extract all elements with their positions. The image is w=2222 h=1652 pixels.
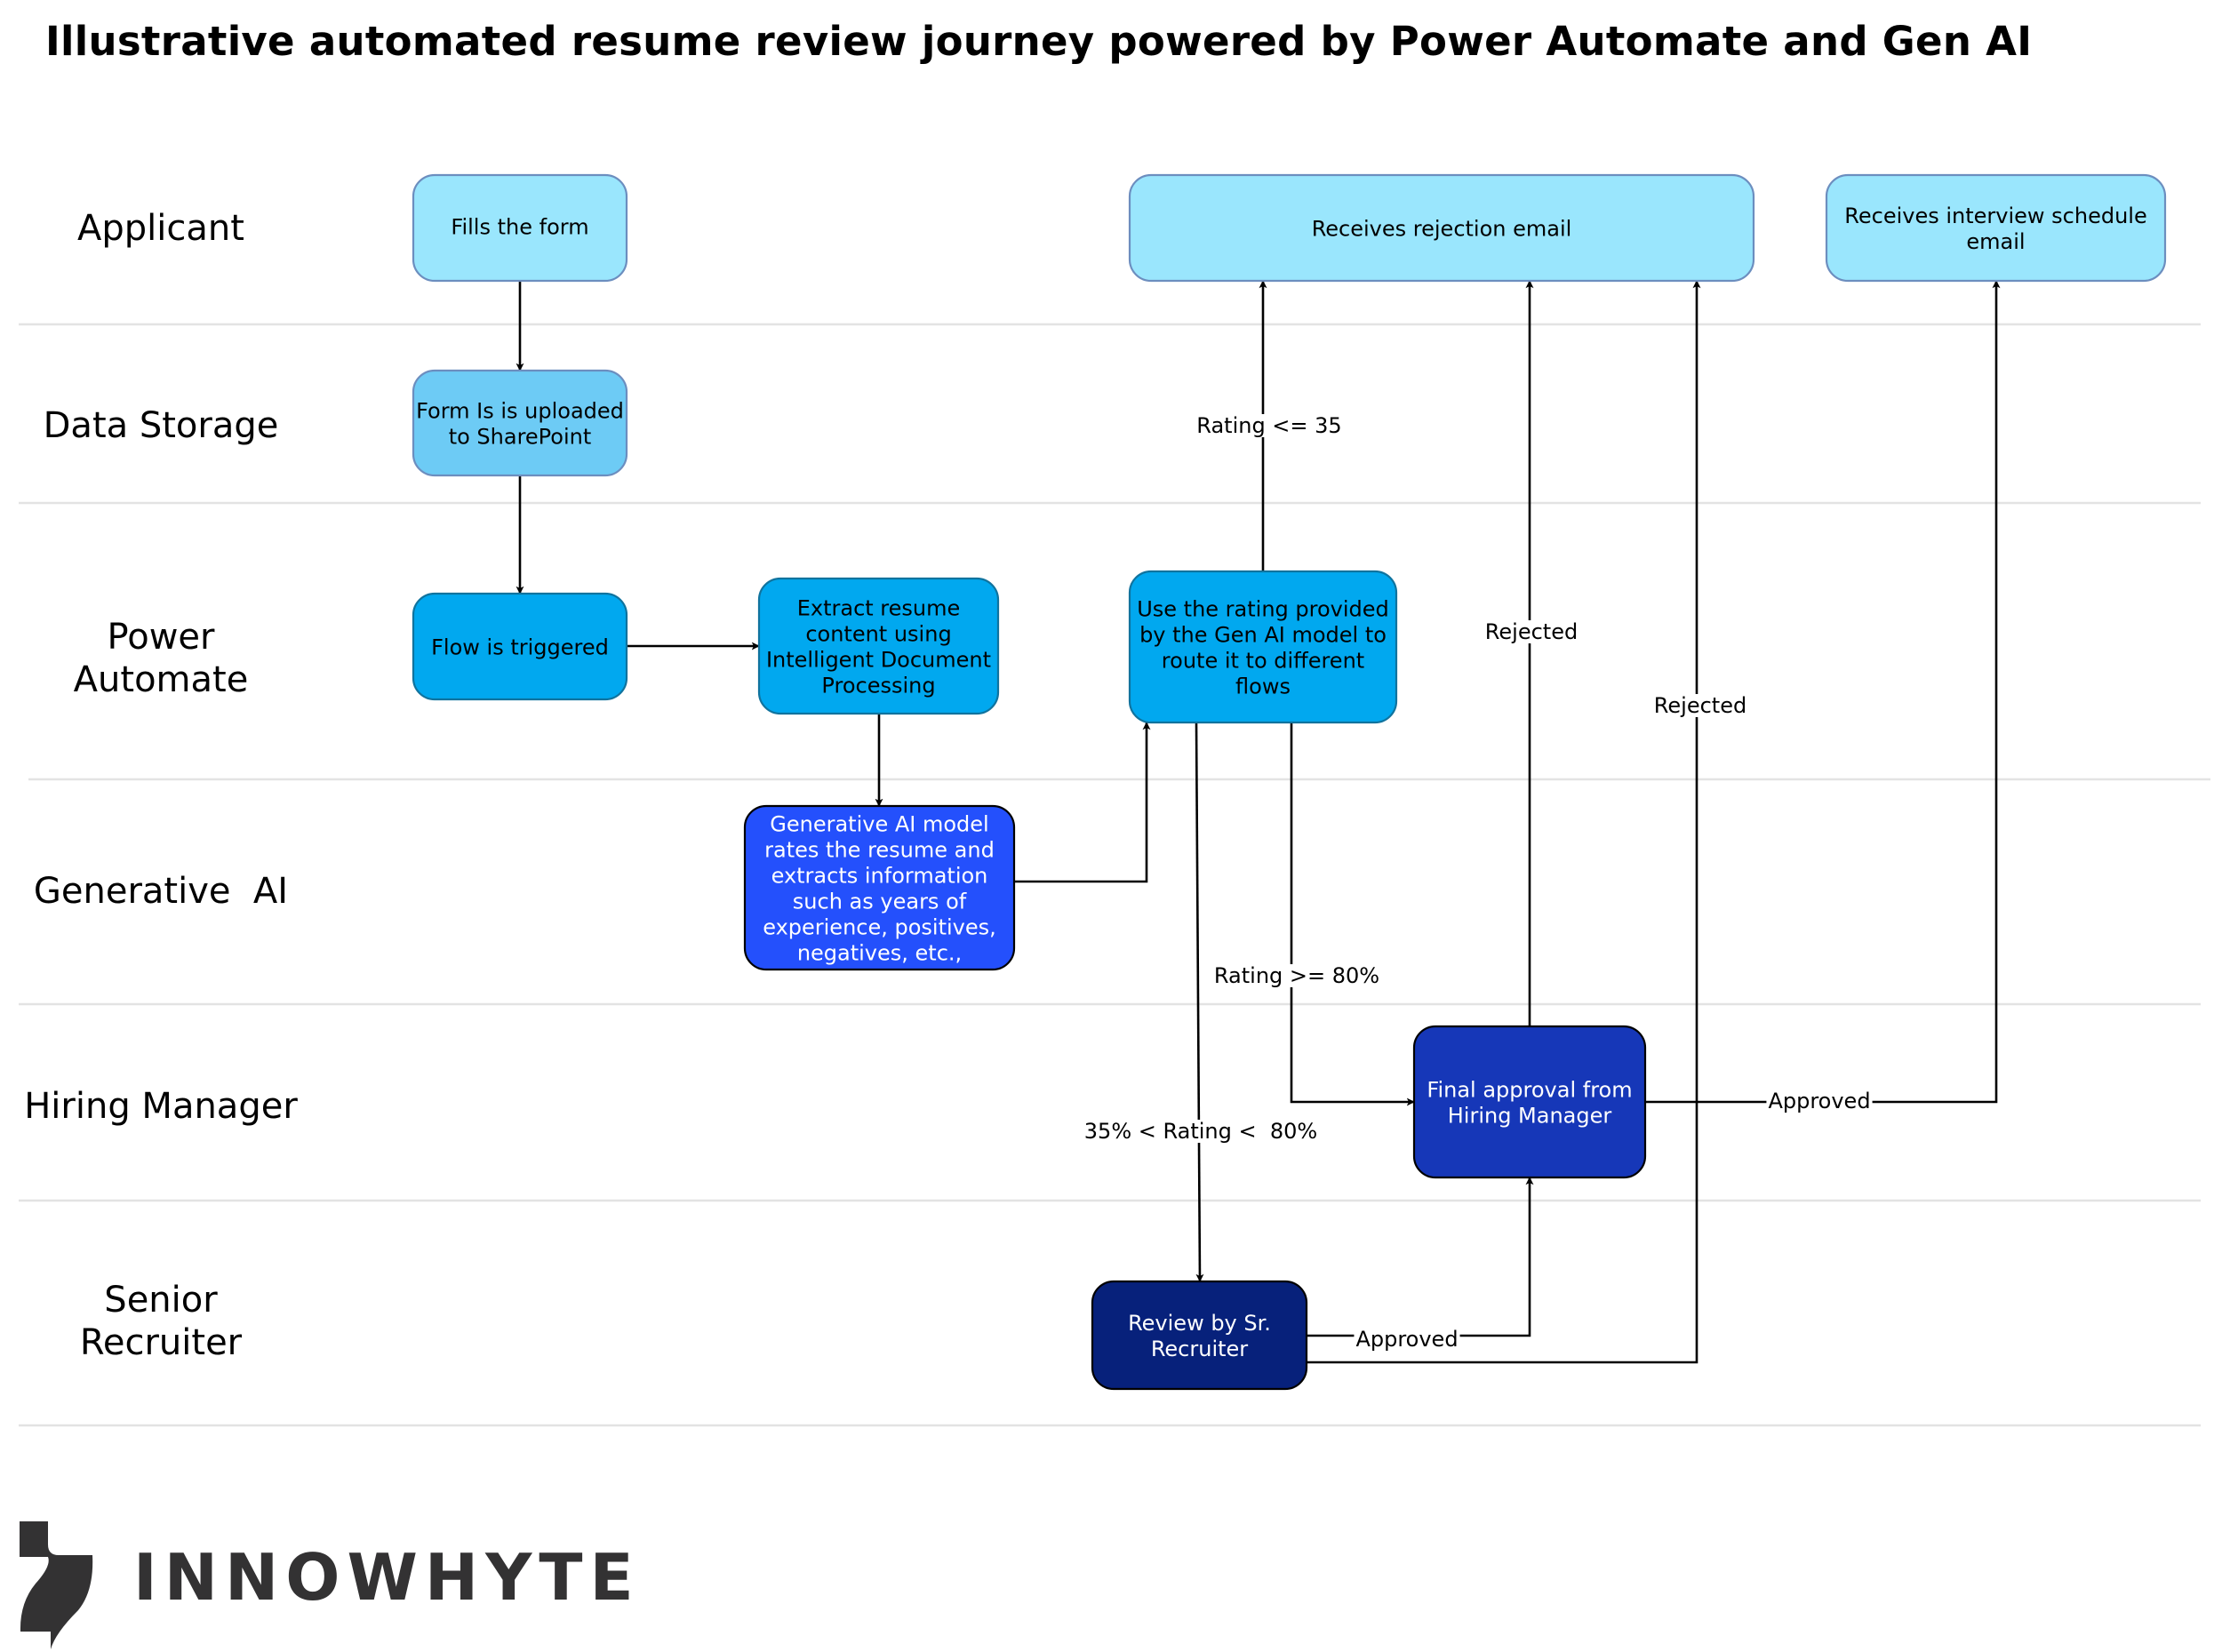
node-box (1128, 570, 1398, 724)
svg-text:Rating >= 80%: Rating >= 80% (1214, 963, 1379, 988)
node-text: experience, positives, (763, 915, 996, 940)
lane-label-power-automate: Power (108, 617, 215, 658)
node-box (412, 592, 628, 701)
node-text: negatives, etc., (797, 941, 962, 966)
lane-label-senior-recruiter: Recruiter (80, 1322, 243, 1363)
lane-label-senior-recruiter: Senior (104, 1280, 218, 1321)
node-flow-triggered[interactable]: Flow is triggered (412, 592, 628, 701)
edge-label-review-to-final: Approved (1354, 1327, 1460, 1352)
edge-label-final-to-rejection: Rejected (1483, 619, 1580, 644)
lane-label-power-automate: Automate (74, 659, 249, 700)
svg-text:Rejected: Rejected (1654, 693, 1746, 718)
edge-review-to-rejection (1307, 280, 1701, 1364)
node-fills-form[interactable]: Fills the form (412, 173, 628, 283)
node-text: Receives interview schedule (1844, 204, 2146, 228)
node-box (1091, 1280, 1308, 1391)
node-text: by the Gen AI model to (1139, 623, 1387, 648)
node-box (412, 173, 628, 283)
node-text: flows (1235, 674, 1291, 699)
node-text: rates the resume and (764, 838, 995, 863)
node-text: Extract resume (797, 596, 961, 621)
edge-route-to-review (1195, 722, 1204, 1282)
lane-label-generative-ai: Generative AI (34, 871, 288, 912)
edge-label-review-to-rejection: Rejected (1651, 693, 1749, 718)
svg-text:Rating <= 35: Rating <= 35 (1196, 413, 1341, 438)
node-text: extracts information (771, 864, 988, 889)
node-text: Use the rating provided (1137, 597, 1389, 622)
node-text: Intelligent Document (766, 648, 991, 673)
node-text: route it to different (1162, 649, 1364, 674)
node-text: Receives rejection email (1312, 217, 1572, 242)
edge-route-to-final (1290, 722, 1415, 1106)
lane-label-applicant: Applicant (77, 208, 244, 249)
edge-label-route-to-final: Rating >= 80% (1211, 963, 1382, 988)
edge-genai-to-route (1014, 722, 1151, 883)
svg-text:Rejected: Rejected (1485, 619, 1578, 644)
node-text: Form Is is uploaded (416, 399, 624, 424)
node-text: Recruiter (1151, 1337, 1248, 1361)
node-text: Review by Sr. (1128, 1311, 1271, 1336)
lane-label-hiring-manager: Hiring Manager (24, 1086, 298, 1127)
svg-text:Approved: Approved (1355, 1327, 1458, 1352)
node-box (1412, 1025, 1647, 1179)
node-rejection-email[interactable]: Receives rejection email (1128, 173, 1755, 283)
node-text: content using (805, 622, 951, 647)
edge-label-final-to-interview: Approved (1766, 1089, 1873, 1113)
node-text: Fills the form (451, 215, 588, 240)
innowhyte-logo: INNOWHYTE (20, 1521, 641, 1649)
svg-text:35% < Rating < 80%: 35% < Rating < 80% (1084, 1119, 1317, 1144)
node-text: to SharePoint (449, 425, 592, 450)
node-box (1825, 173, 2167, 283)
node-text: Generative AI model (770, 812, 988, 837)
node-text: Hiring Manager (1448, 1104, 1612, 1129)
diagram-title: Illustrative automated resume review jou… (45, 18, 2033, 65)
node-text: Processing (821, 674, 935, 698)
node-text: Final approval from (1427, 1078, 1632, 1103)
node-review-sr-recruiter[interactable]: Review by Sr.Recruiter (1091, 1280, 1308, 1391)
edge-label-route-to-review: 35% < Rating < 80% (1082, 1119, 1320, 1144)
node-text: email (1966, 229, 2025, 254)
node-box (743, 804, 1016, 971)
svg-text:Approved: Approved (1768, 1089, 1870, 1113)
edge-final-to-interview (1645, 280, 2001, 1104)
node-text: Flow is triggered (431, 635, 609, 660)
logo-mark-icon (20, 1521, 93, 1649)
node-box (757, 577, 1000, 715)
edge-label-route-to-rejection: Rating <= 35 (1195, 413, 1344, 438)
node-text: such as years of (793, 890, 967, 914)
node-box (1128, 173, 1755, 283)
logo-wordmark: INNOWHYTE (133, 1540, 641, 1615)
lane-label-data-storage: Data Storage (44, 405, 279, 446)
node-box (412, 369, 628, 477)
